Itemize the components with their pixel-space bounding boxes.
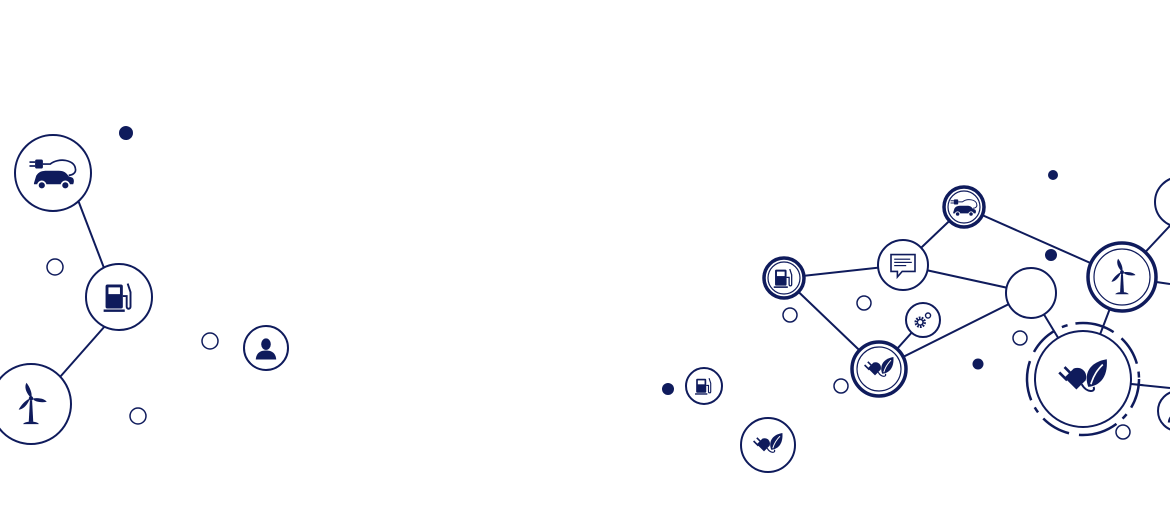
- node-ev-car: [14, 134, 92, 212]
- node-fuel: [85, 263, 153, 331]
- node-person: [243, 325, 289, 371]
- node-person-right: [1157, 391, 1170, 431]
- right-network: [662, 170, 1170, 473]
- small-ring: [129, 407, 147, 425]
- dot: [119, 126, 133, 140]
- node-fuel-tiny: [685, 367, 723, 405]
- dashed-ring: [1025, 321, 1141, 437]
- node-empty: [1005, 267, 1057, 319]
- node-gears: [905, 302, 941, 338]
- node-ev-car-small: [942, 185, 986, 229]
- connector-line: [77, 199, 105, 269]
- node-plug-leaf-bottom: [740, 417, 796, 473]
- node-plug-leaf-large: [1025, 321, 1141, 437]
- node-plug-leaf: [850, 340, 908, 398]
- node-fuel-small: [762, 256, 806, 300]
- node-turbine: [0, 363, 72, 445]
- small-ring: [201, 332, 219, 350]
- left-network: [0, 126, 289, 445]
- small-ring: [46, 258, 64, 276]
- node-turbine-large: [1086, 241, 1158, 313]
- node-document: [1154, 178, 1170, 226]
- node-chat: [877, 239, 929, 291]
- connector-line: [59, 325, 106, 378]
